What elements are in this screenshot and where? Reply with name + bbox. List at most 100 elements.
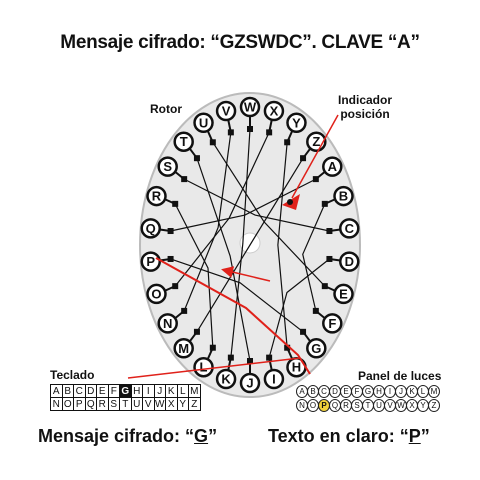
key-b[interactable]: B bbox=[62, 385, 74, 398]
plain-caption-prefix: Texto en claro: “ bbox=[268, 426, 409, 446]
key-h[interactable]: H bbox=[131, 385, 143, 398]
key-t[interactable]: T bbox=[120, 398, 132, 411]
rotor-letter-s: S bbox=[163, 159, 172, 174]
rotor-letter-b: B bbox=[339, 189, 348, 204]
plain-letter: P bbox=[408, 426, 421, 446]
rotor-letter-ring-j bbox=[239, 372, 261, 394]
rotor-letter-ring-u bbox=[193, 112, 214, 134]
lamp-p: P bbox=[318, 399, 330, 412]
lamp-panel-label: Panel de luces bbox=[358, 369, 442, 383]
rotor-letter-ring-w bbox=[239, 96, 261, 118]
key-w[interactable]: W bbox=[154, 398, 166, 411]
key-q[interactable]: Q bbox=[85, 398, 97, 411]
rotor-contact-k bbox=[227, 354, 234, 361]
cipher-letter: G bbox=[194, 426, 209, 446]
key-d[interactable]: D bbox=[85, 385, 97, 398]
key-x[interactable]: X bbox=[166, 398, 178, 411]
key-j[interactable]: J bbox=[154, 385, 166, 398]
plain-caption: Texto en claro: “P” bbox=[268, 426, 430, 447]
rotor-letter-ring-g bbox=[306, 338, 327, 359]
rotor-contact-c bbox=[326, 228, 333, 235]
key-m[interactable]: M bbox=[189, 385, 201, 398]
rotor-contact-v bbox=[227, 129, 234, 136]
rotor-letter-p: P bbox=[146, 254, 155, 269]
key-f[interactable]: F bbox=[108, 385, 120, 398]
key-u[interactable]: U bbox=[131, 398, 143, 411]
rotor-contact-y bbox=[284, 139, 291, 146]
rotor-wire bbox=[268, 258, 330, 358]
rotor-letter-ring-p bbox=[140, 251, 161, 272]
key-p[interactable]: P bbox=[74, 398, 86, 411]
rotor-contact-o bbox=[172, 283, 179, 290]
indicator-label: Indicador posición bbox=[330, 93, 400, 121]
rotor-contact-p bbox=[167, 255, 174, 262]
rotor-letter-ring-o bbox=[146, 283, 167, 305]
rotor-contact-h bbox=[284, 344, 291, 351]
indicator-label-line2: posición bbox=[340, 107, 390, 121]
plain-caption-suffix: ” bbox=[420, 426, 430, 446]
rotor-contact-r bbox=[172, 200, 179, 207]
keyboard-label: Teclado bbox=[50, 368, 95, 382]
rotor-contact-f bbox=[312, 307, 319, 314]
rotor-letter-ring-c bbox=[339, 218, 360, 239]
rotor-letter-ring-e bbox=[333, 283, 354, 305]
rotor-letter-ring-l bbox=[193, 356, 214, 378]
rotor-letter-ring-t bbox=[173, 131, 194, 152]
cipher-caption-prefix: Mensaje cifrado: “ bbox=[38, 426, 195, 446]
indicator-leader bbox=[291, 114, 339, 199]
rotor-contact-x bbox=[266, 129, 273, 136]
key-n[interactable]: N bbox=[51, 398, 63, 411]
rotor-contact-m bbox=[193, 328, 200, 335]
rotor-letter-u: U bbox=[199, 115, 208, 130]
rotor-hub bbox=[239, 232, 261, 254]
key-c[interactable]: C bbox=[74, 385, 86, 398]
key-z[interactable]: Z bbox=[189, 398, 201, 411]
rotor-letter-ring-a bbox=[322, 156, 343, 177]
rotor-letter-ring-r bbox=[146, 185, 167, 207]
rotor-letter-e: E bbox=[339, 286, 348, 301]
key-g[interactable]: G bbox=[120, 385, 132, 398]
key-a[interactable]: A bbox=[51, 385, 63, 398]
rotor-contact-n bbox=[181, 307, 188, 314]
rotor-contact-j bbox=[247, 358, 253, 364]
rotor-contact-i bbox=[266, 354, 273, 361]
rotor-letter-r: R bbox=[152, 189, 162, 204]
rotor-wire bbox=[230, 128, 251, 358]
indicator-label-line1: Indicador bbox=[337, 93, 392, 107]
rotor-wire bbox=[277, 142, 288, 348]
rotor-contact-e bbox=[321, 283, 328, 290]
rotor-letter-a: A bbox=[328, 159, 338, 174]
rotor-contact-u bbox=[209, 139, 216, 146]
rotor-wire bbox=[196, 157, 304, 333]
rotor-letter-ring-v bbox=[215, 100, 237, 122]
key-r[interactable]: R bbox=[97, 398, 109, 411]
rotor-contact-q bbox=[167, 228, 174, 235]
key-y[interactable]: Y bbox=[177, 398, 189, 411]
rotor-letter-t: T bbox=[180, 134, 188, 149]
key-i[interactable]: I bbox=[143, 385, 155, 398]
rotor-wire bbox=[170, 178, 317, 232]
cipher-caption-suffix: ” bbox=[208, 426, 218, 446]
rotor-letter-v: V bbox=[222, 104, 231, 119]
key-k[interactable]: K bbox=[166, 385, 178, 398]
rotor-letter-q: Q bbox=[146, 221, 156, 236]
key-s[interactable]: S bbox=[108, 398, 120, 411]
cipher-caption: Mensaje cifrado: “G” bbox=[38, 426, 217, 447]
key-o[interactable]: O bbox=[62, 398, 74, 411]
rotor-letter-ring-k bbox=[215, 368, 237, 390]
key-l[interactable]: L bbox=[177, 385, 189, 398]
highlight-path bbox=[155, 257, 311, 375]
page-title: Mensaje cifrado: “GZSWDC”. CLAVE “A” bbox=[60, 32, 420, 53]
rotor-letter-ring-f bbox=[322, 313, 343, 334]
key-v[interactable]: V bbox=[143, 398, 155, 411]
rotor-letter-ring-n bbox=[157, 313, 178, 334]
rotor-contact-g bbox=[300, 328, 307, 335]
rotor-label: Rotor bbox=[150, 102, 182, 116]
rotor-letter-m: M bbox=[178, 341, 189, 356]
rotor-letter-ring-d bbox=[339, 251, 360, 272]
rotor-wire bbox=[302, 203, 326, 312]
key-e[interactable]: E bbox=[97, 385, 109, 398]
rotor-wire bbox=[196, 157, 251, 362]
